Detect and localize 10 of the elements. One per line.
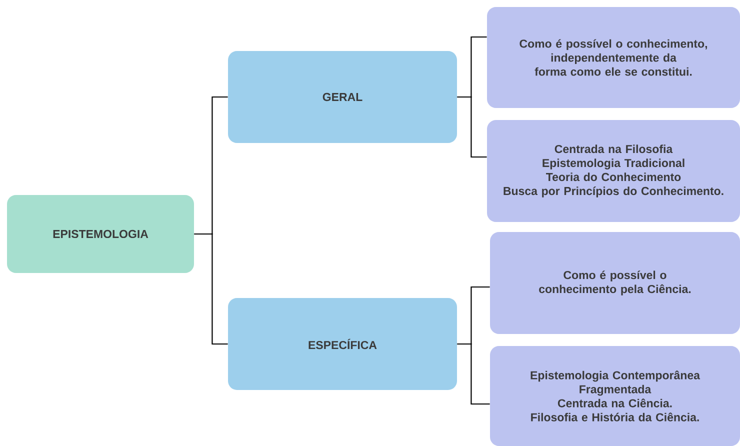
connector xyxy=(194,233,228,345)
process-box: EPISTEMOLOGIA xyxy=(7,195,194,273)
connector xyxy=(457,96,487,158)
process-box: Centrada na Filosofia Epistemologia Tradicional Teoria do Conhecimento Busca por Princípios do Conhecimento. xyxy=(487,120,740,222)
process-box: GERAL xyxy=(228,51,457,143)
connector xyxy=(457,343,490,405)
process-box: Como é possível o conhecimento, independentemente da forma como ele se constitui. xyxy=(487,7,740,108)
process-box: ESPECÍFICA xyxy=(228,298,457,390)
process-box: Epistemologia Contemporânea Fragmentada Centrada na Ciência. Filosofia e História da Ciência. xyxy=(490,346,740,446)
process-box: Como é possível o conhecimento pela Ciência. xyxy=(490,232,740,334)
